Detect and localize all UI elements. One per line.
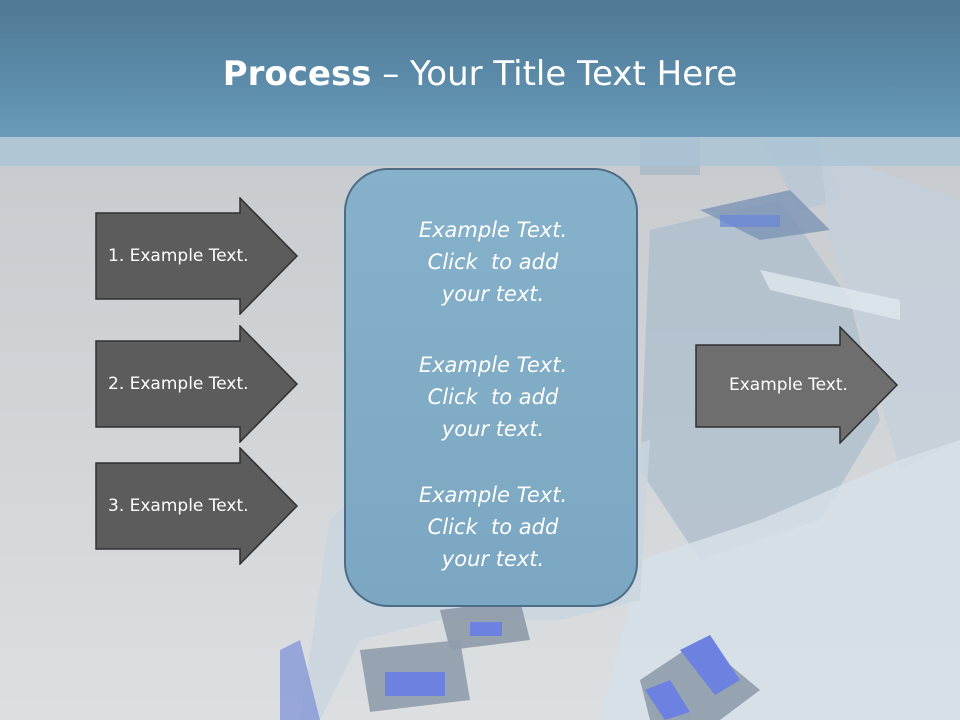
center-text-box[interactable]: Example Text. Click to add your text. Ex… [344,168,638,607]
arrow-right-label: Example Text. [729,375,848,395]
block-2-line-1: Example Text. [418,353,568,377]
arrow-1-label: 1. Example Text. [108,246,249,266]
title-bar [0,0,960,137]
block-1-line-1: Example Text. [418,218,568,242]
arrow-2-shape [95,325,299,443]
arrow-1-shape [95,197,299,315]
arrow-1[interactable]: 1. Example Text. [95,197,299,315]
block-3-line-2: Click to add [427,515,559,539]
center-text-block-3: Example Text. Click to add your text. [346,479,640,575]
block-2-line-3: your text. [441,417,545,441]
arrow-2[interactable]: 2. Example Text. [95,325,299,443]
title-bold: Process [222,54,372,94]
title-sub-band [0,137,960,166]
block-3-line-3: your text. [441,547,545,571]
arrow-3-label: 3. Example Text. [108,496,249,516]
center-text-block-2: Example Text. Click to add your text. [346,349,640,445]
arrow-3-shape [95,447,299,565]
arrow-right[interactable]: Example Text. [695,326,899,444]
block-1-line-2: Click to add [427,250,559,274]
center-text-block-1: Example Text. Click to add your text. [346,214,640,310]
title-rest: – Your Title Text Here [371,54,738,94]
block-1-line-3: your text. [441,282,545,306]
slide-title[interactable]: Process – Your Title Text Here [0,52,960,96]
arrow-3[interactable]: 3. Example Text. [95,447,299,565]
arrow-2-label: 2. Example Text. [108,374,249,394]
block-3-line-1: Example Text. [418,483,568,507]
arrow-right-shape [695,326,899,444]
block-2-line-2: Click to add [427,385,559,409]
